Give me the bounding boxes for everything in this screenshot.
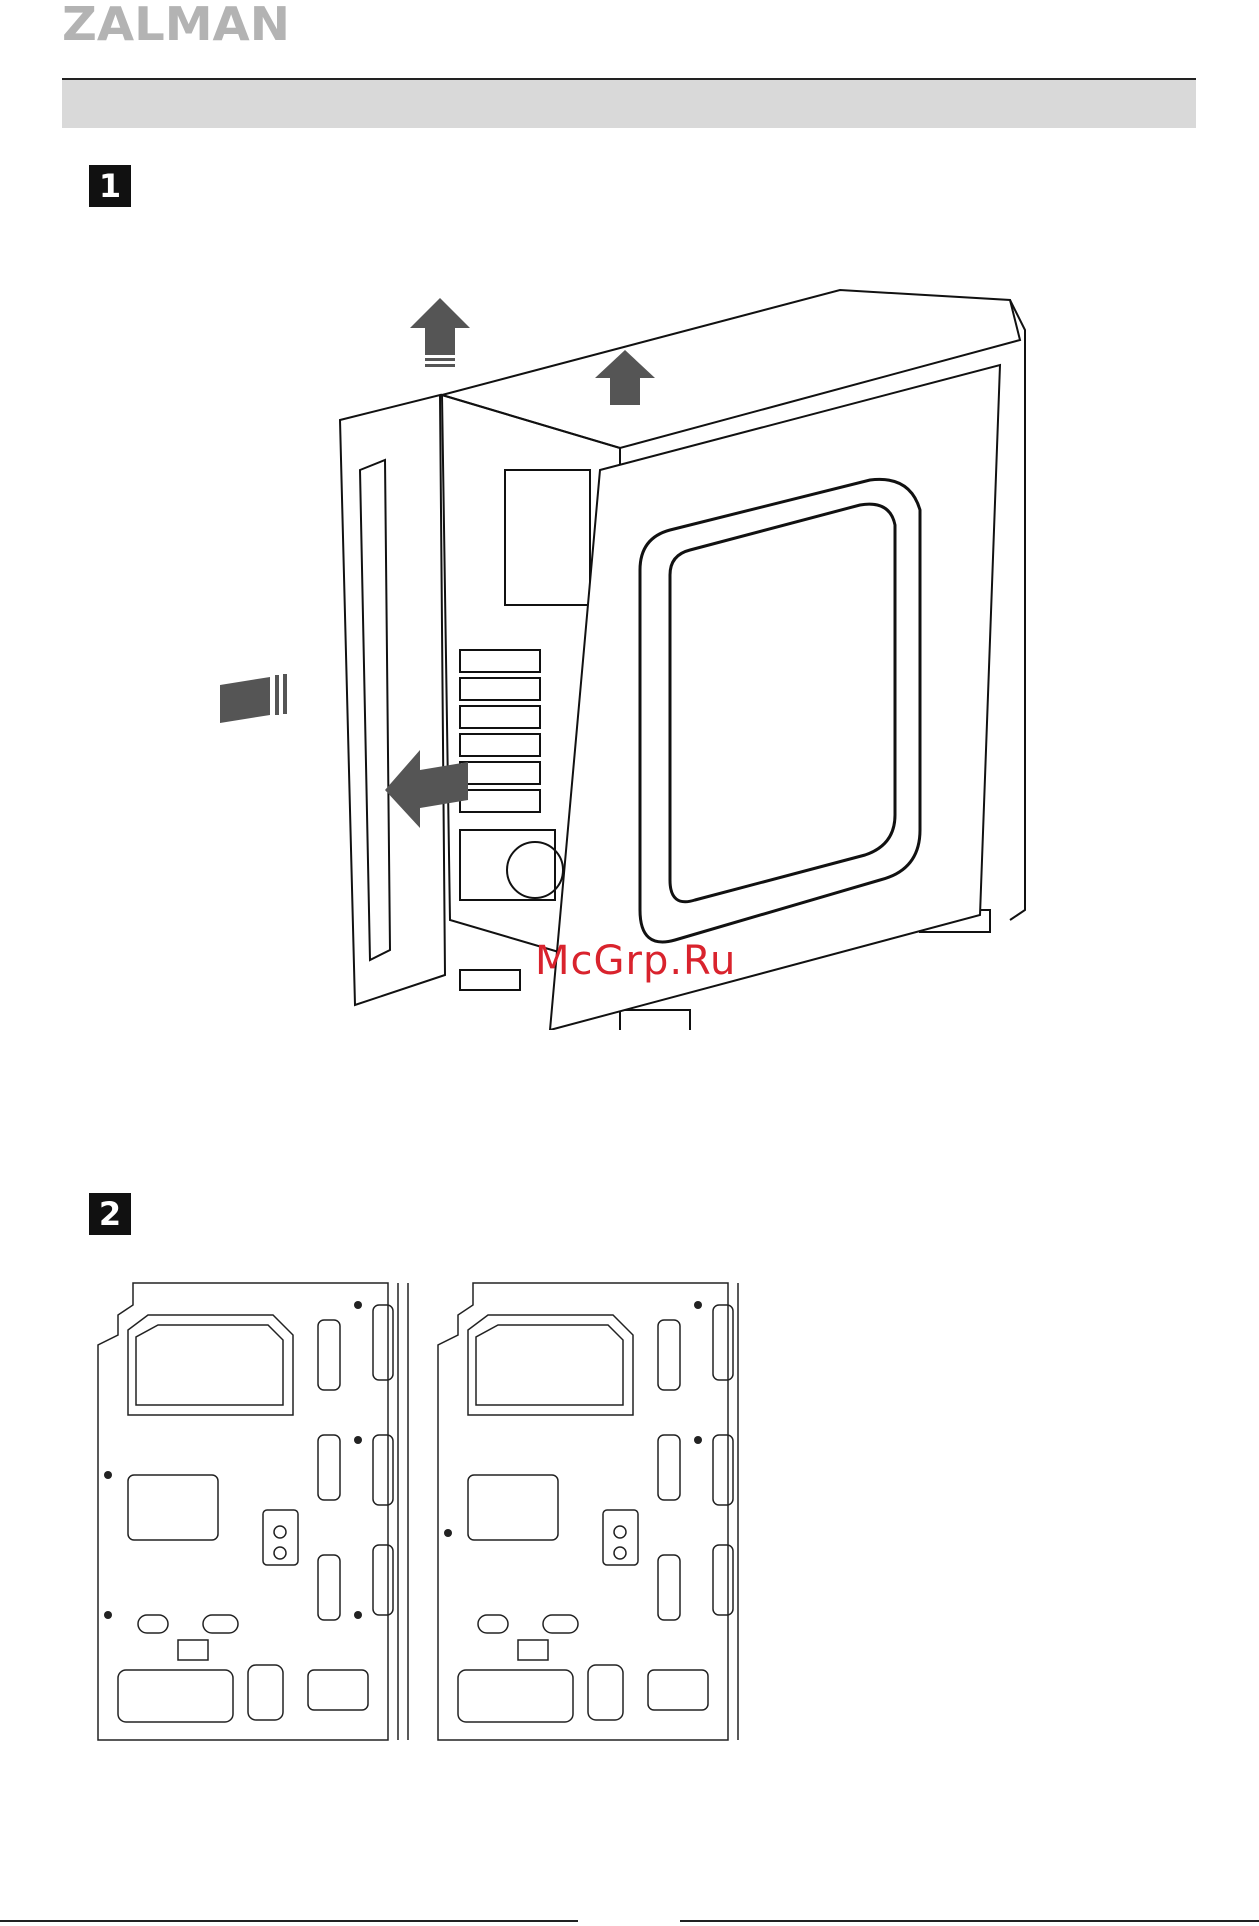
step-2-badge: 2 <box>89 1193 131 1235</box>
footer-rule-left <box>0 1920 578 1922</box>
footer-rule-right <box>680 1920 1259 1922</box>
svg-text:ZALMAN: ZALMAN <box>62 0 290 46</box>
motherboard-tray-illustration <box>88 1275 748 1750</box>
side-panel-removal-illustration <box>220 270 1040 1030</box>
watermark: McGrp.Ru <box>535 938 736 984</box>
zalman-logo: ZALMAN <box>62 0 292 46</box>
section-title-band <box>62 80 1196 128</box>
step-1-badge: 1 <box>89 165 131 207</box>
